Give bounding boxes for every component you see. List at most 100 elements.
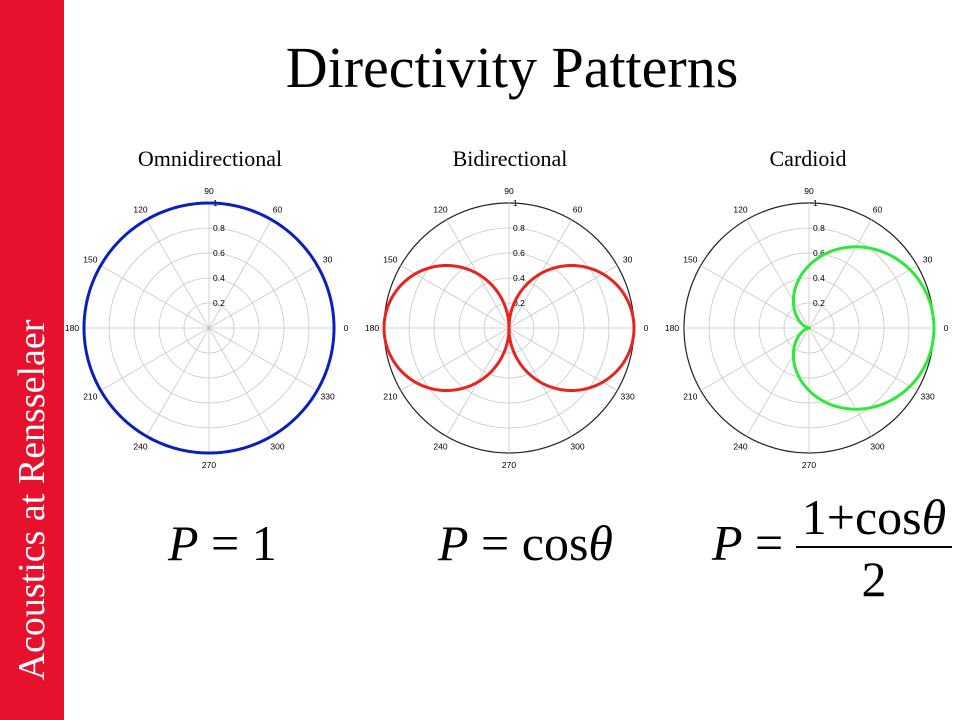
omni-polar-plot: 0 30 60 90 120 150 180 210 240 270 300 330 0.2 0.4 0.6… <box>65 186 349 470</box>
angle-grid-line <box>808 265 918 329</box>
angle-tick-label: 240 <box>733 442 747 452</box>
angle-grid-line <box>146 327 210 437</box>
radial-tick-label: 0.2 <box>213 298 225 308</box>
sidebar-text: Acoustics at Rensselaer <box>11 319 53 681</box>
angle-tick-label: 120 <box>433 204 447 214</box>
sidebar-banner: Acoustics at Rensselaer <box>0 0 64 720</box>
angle-tick-label: 90 <box>204 186 214 196</box>
angle-tick-label: 270 <box>202 460 216 470</box>
angle-tick-label: 30 <box>323 255 333 265</box>
bi-pattern-curve <box>382 264 636 392</box>
angle-grid-line <box>808 327 872 437</box>
eq-func: cos <box>521 515 589 571</box>
angle-tick-label: 330 <box>621 392 635 402</box>
angle-tick-label: 90 <box>804 186 814 196</box>
bi-equation: P = cosθ <box>438 518 613 568</box>
eq-var-p: P <box>168 515 199 571</box>
bi-polar-plot: 0 30 60 90 120 150 180 210 240 270 300 330 0.2 0.4 0.6… <box>365 186 649 470</box>
angle-grid-line <box>400 327 510 391</box>
radial-tick-label: 1 <box>813 198 818 208</box>
angle-tick-label: 240 <box>133 442 147 452</box>
angle-tick-label: 120 <box>733 204 747 214</box>
angle-grid-line <box>746 327 810 437</box>
radial-tick-label: 0.8 <box>213 223 225 233</box>
radial-tick-label: 0.6 <box>813 248 825 258</box>
radial-tick-label: 0.8 <box>513 223 525 233</box>
radial-tick-label: 0.6 <box>213 248 225 258</box>
bi-plot-title: Bidirectional <box>452 146 568 171</box>
angle-tick-label: 90 <box>504 186 514 196</box>
angle-grid-line <box>808 219 872 329</box>
radial-tick-label: 1 <box>513 198 518 208</box>
angle-grid-line <box>508 327 618 391</box>
angle-tick-label: 0 <box>644 323 649 333</box>
angle-tick-label: 150 <box>383 255 397 265</box>
angle-grid-line <box>208 219 272 329</box>
eq-numerator: 1+cosθ <box>795 489 953 548</box>
angle-tick-label: 180 <box>65 323 79 333</box>
angle-grid-line <box>700 327 810 391</box>
angle-tick-label: 270 <box>502 460 516 470</box>
cardioid-pattern-curve <box>791 245 936 411</box>
angle-tick-label: 330 <box>321 392 335 402</box>
angle-tick-label: 60 <box>273 204 283 214</box>
angle-tick-label: 150 <box>683 255 697 265</box>
slide-title: Directivity Patterns <box>285 35 739 100</box>
angle-tick-label: 300 <box>270 442 284 452</box>
radial-tick-label: 0.8 <box>813 223 825 233</box>
angle-grid-line <box>146 219 210 329</box>
eq-value: 1 <box>251 515 277 571</box>
angle-grid-line <box>208 265 318 329</box>
angle-tick-label: 120 <box>133 204 147 214</box>
angle-tick-label: 150 <box>83 255 97 265</box>
angle-tick-label: 0 <box>344 323 349 333</box>
angle-grid-line <box>400 265 510 329</box>
eq-var-p: P <box>712 514 743 571</box>
angle-tick-label: 270 <box>802 460 816 470</box>
angle-tick-label: 60 <box>573 204 583 214</box>
radial-tick-label: 0.2 <box>813 298 825 308</box>
eq-plus: + <box>826 489 855 545</box>
angle-tick-label: 180 <box>365 323 379 333</box>
angle-grid-line <box>508 265 618 329</box>
eq-denominator: 2 <box>861 551 887 607</box>
eq-var-p: P <box>438 515 469 571</box>
angle-tick-label: 0 <box>944 323 949 333</box>
angle-grid-line <box>208 327 272 437</box>
angle-tick-label: 240 <box>433 442 447 452</box>
omni-pattern-curve <box>82 201 336 455</box>
radial-tick-label: 0.4 <box>213 273 225 283</box>
angle-tick-label: 210 <box>683 392 697 402</box>
eq-equals: = <box>481 515 510 571</box>
radial-tick-label: 0.2 <box>513 298 525 308</box>
cardioid-plot-title: Cardioid <box>769 146 847 171</box>
angle-grid-line <box>100 265 210 329</box>
angle-grid-line <box>808 327 918 391</box>
angle-tick-label: 180 <box>665 323 679 333</box>
eq-theta: θ <box>921 489 947 545</box>
radial-tick-label: 0.6 <box>513 248 525 258</box>
eq-one: 1 <box>801 489 827 545</box>
angle-tick-label: 300 <box>870 442 884 452</box>
eq-equals: = <box>211 515 240 571</box>
angle-grid-line <box>700 265 810 329</box>
angle-tick-label: 330 <box>921 392 935 402</box>
cardioid-polar-plot: 0 30 60 90 120 150 180 210 240 270 300 330 0.2 0.4 0.6… <box>665 186 949 470</box>
omni-equation: P = 1 <box>168 518 277 568</box>
angle-tick-label: 210 <box>83 392 97 402</box>
angle-tick-label: 30 <box>623 255 633 265</box>
eq-theta: θ <box>588 515 613 571</box>
cardioid-equation: P = 1+cosθ 2 <box>712 489 953 607</box>
angle-grid-line <box>208 327 318 391</box>
radial-tick-label: 0.4 <box>513 273 525 283</box>
angle-tick-label: 60 <box>873 204 883 214</box>
angle-tick-label: 30 <box>923 255 933 265</box>
angle-grid-line <box>100 327 210 391</box>
angle-grid-line <box>746 219 810 329</box>
eq-equals: = <box>755 514 784 571</box>
angle-tick-label: 210 <box>383 392 397 402</box>
omni-plot-title: Omnidirectional <box>137 146 283 171</box>
radial-tick-label: 0.4 <box>813 273 825 283</box>
angle-tick-label: 300 <box>570 442 584 452</box>
eq-fraction: 1+cosθ 2 <box>795 489 953 607</box>
